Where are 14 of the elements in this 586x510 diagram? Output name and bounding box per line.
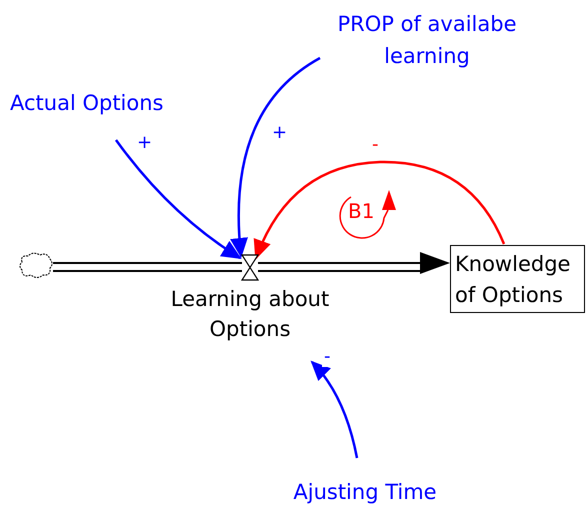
causal-arrow <box>230 56 321 258</box>
causal-arrow <box>254 160 506 260</box>
flow-label: Learning about Options <box>165 284 335 344</box>
variable-label: PROP of availabe learning <box>316 8 538 72</box>
variable-label: Actual Options <box>10 88 195 119</box>
stock-box: Knowledge of Options <box>450 245 585 313</box>
valve-symbol <box>240 254 260 281</box>
flow-pipe <box>257 252 450 274</box>
causal-arrow <box>115 139 242 260</box>
flow-pipe <box>52 262 243 272</box>
causal-arrow <box>310 360 358 458</box>
cloud-source <box>20 252 52 278</box>
loop-label: B1 <box>348 200 374 222</box>
variable-label: Ajusting Time <box>280 477 450 508</box>
